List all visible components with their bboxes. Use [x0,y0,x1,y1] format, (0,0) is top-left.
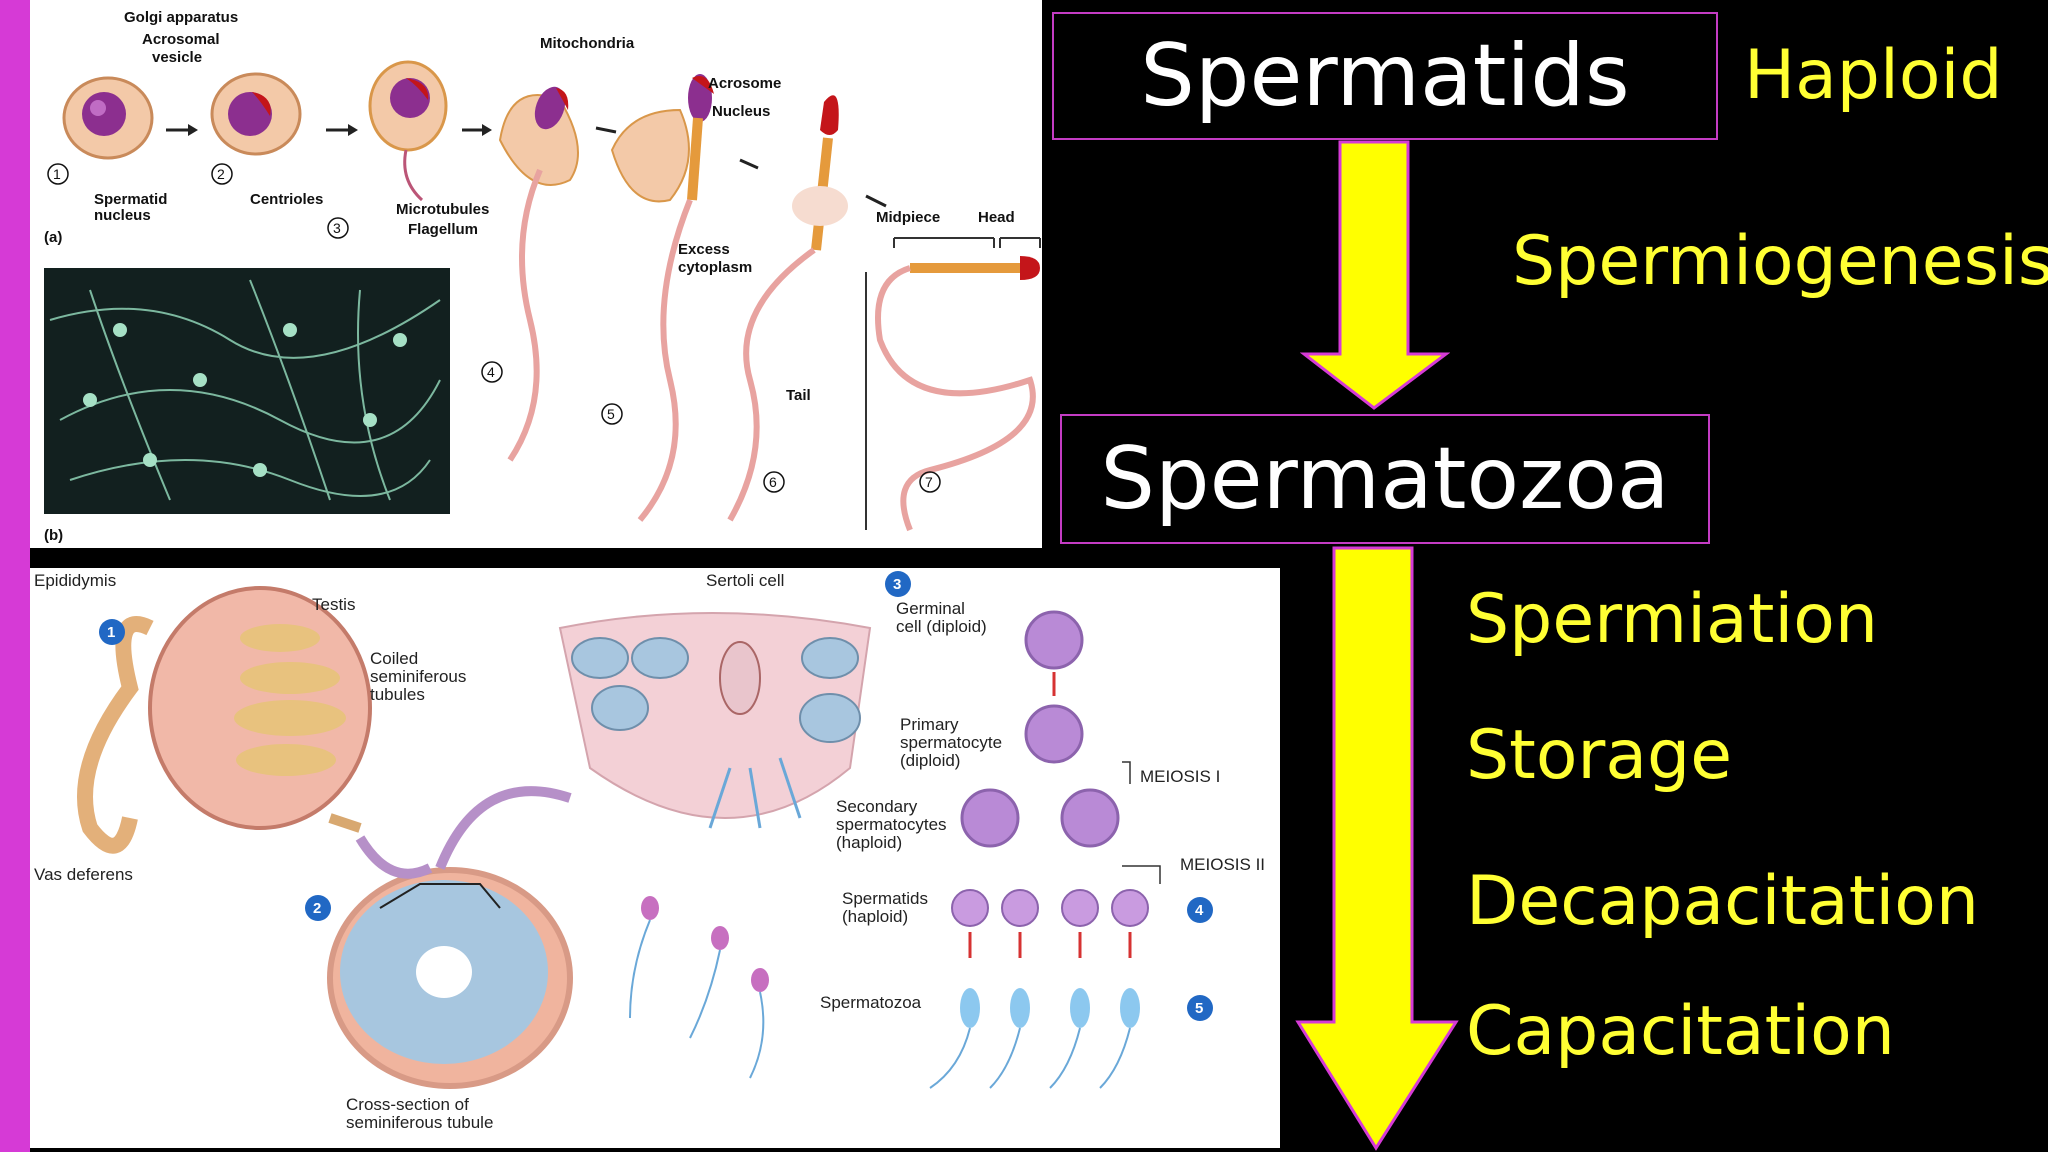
label-epididymis: Epididymis [34,571,116,590]
arrow-spermiogenesis [1300,140,1450,410]
stage-spermiation: Spermiation [1466,580,1878,659]
stage-1-cell [62,76,154,160]
badge-1: 1 [107,624,115,641]
spermiogenesis-label: Spermiogenesis [1512,222,2048,301]
label-tail: Tail [786,387,811,404]
stage-6-spermatid [727,95,848,522]
stage-decapacitation: Decapacitation [1466,862,1979,941]
label-golgi: Golgi apparatus [124,9,238,26]
label-secondary-haploid: (haploid) [836,833,902,852]
label-coiled-seminiferous: seminiferous [370,667,466,686]
stage-num-3: 3 [333,220,341,236]
label-secondary: Secondary [836,797,918,816]
label-cross-section-tubule: seminiferous tubule [346,1113,493,1132]
stage-num-2: 2 [217,166,225,182]
label-midpiece: Midpiece [876,209,940,226]
step-number-badges: 1 2 3 4 5 [99,571,1213,1021]
label-excess: Excess [678,241,730,258]
label-secondary-spermatocytes: spermatocytes [836,815,947,834]
haploid-label: Haploid [1744,36,2003,115]
stage-capacitation: Capacitation [1466,992,1895,1071]
label-cross-section: Cross-section of [346,1095,469,1114]
spermatozoa-title: Spermatozoa [1100,429,1670,529]
label-meiosis-i: MEIOSIS I [1140,767,1220,786]
arrow-maturation [1295,546,1459,1151]
badge-4: 4 [1195,902,1204,919]
label-excess-cytoplasm: cytoplasm [678,259,752,276]
stage-3-cell [368,60,448,202]
label-germinal: Germinal [896,599,965,618]
free-spermatozoa [629,896,769,1079]
label-spermatids-haploid: (haploid) [842,907,908,926]
zoom-arrow-1 [355,835,433,879]
label-meiosis-ii: MEIOSIS II [1180,855,1265,874]
seminiferous-epithelium [558,612,872,829]
electron-micrograph [44,268,450,514]
label-primary-spermatocyte: spermatocyte [900,733,1002,752]
label-primary: Primary [900,715,959,734]
stage-num-6: 6 [769,474,777,490]
stage-num-7: 7 [925,474,933,490]
label-coiled-tubules: tubules [370,685,425,704]
stage-4-spermatid [498,86,579,462]
spermatids-title: Spermatids [1140,26,1630,126]
zoom-arrow-2 [435,786,572,870]
label-a: (a) [44,229,62,246]
spermatids-box: Spermatids [1052,12,1718,140]
testis-illustration [77,586,372,854]
label-vas-deferens: Vas deferens [34,865,133,884]
label-germinal-diploid: cell (diploid) [896,617,987,636]
label-acrosome: Acrosome [708,75,781,92]
label-spermatid: Spermatid [94,191,167,208]
magenta-side-bar [0,0,30,1152]
label-testis: Testis [312,595,355,614]
spermatozoa-box: Spermatozoa [1060,414,1710,544]
label-vesicle: vesicle [152,49,202,66]
label-coiled: Coiled [370,649,418,668]
spermatogenesis-figure: Epididymis Testis Coiled seminiferous tu… [30,568,1280,1148]
spermiogenesis-figure: Golgi apparatus Acrosomal vesicle Mitoch… [30,0,1042,548]
label-mitochondria: Mitochondria [540,35,635,52]
stage-2-cell [210,72,302,156]
label-centrioles: Centrioles [250,191,323,208]
stage-7-spermatozoon [865,237,1041,532]
stage-5-spermatid [610,74,714,522]
stage-num-1: 1 [53,166,61,182]
label-sertoli-cell: Sertoli cell [706,571,784,590]
label-b: (b) [44,527,63,544]
stage-storage: Storage [1466,716,1733,795]
label-spermatids: Spermatids [842,889,928,908]
tubule-cross-section [327,867,573,1089]
label-head: Head [978,209,1015,226]
stage-num-5: 5 [607,406,615,422]
label-flagellum: Flagellum [408,221,478,238]
germ-cell-lineage [929,610,1161,1089]
stage-number-markers: 1 2 3 4 5 6 7 [47,163,941,493]
label-spermatid-nucleus: nucleus [94,207,151,224]
badge-3: 3 [893,576,901,593]
label-spermatozoa: Spermatozoa [820,993,922,1012]
label-nucleus: Nucleus [712,103,770,120]
stage-num-4: 4 [487,364,495,380]
label-acrosomal: Acrosomal [142,31,220,48]
label-primary-diploid: (diploid) [900,751,960,770]
label-microtubules: Microtubules [396,201,489,218]
badge-5: 5 [1195,1000,1203,1017]
badge-2: 2 [313,900,321,917]
